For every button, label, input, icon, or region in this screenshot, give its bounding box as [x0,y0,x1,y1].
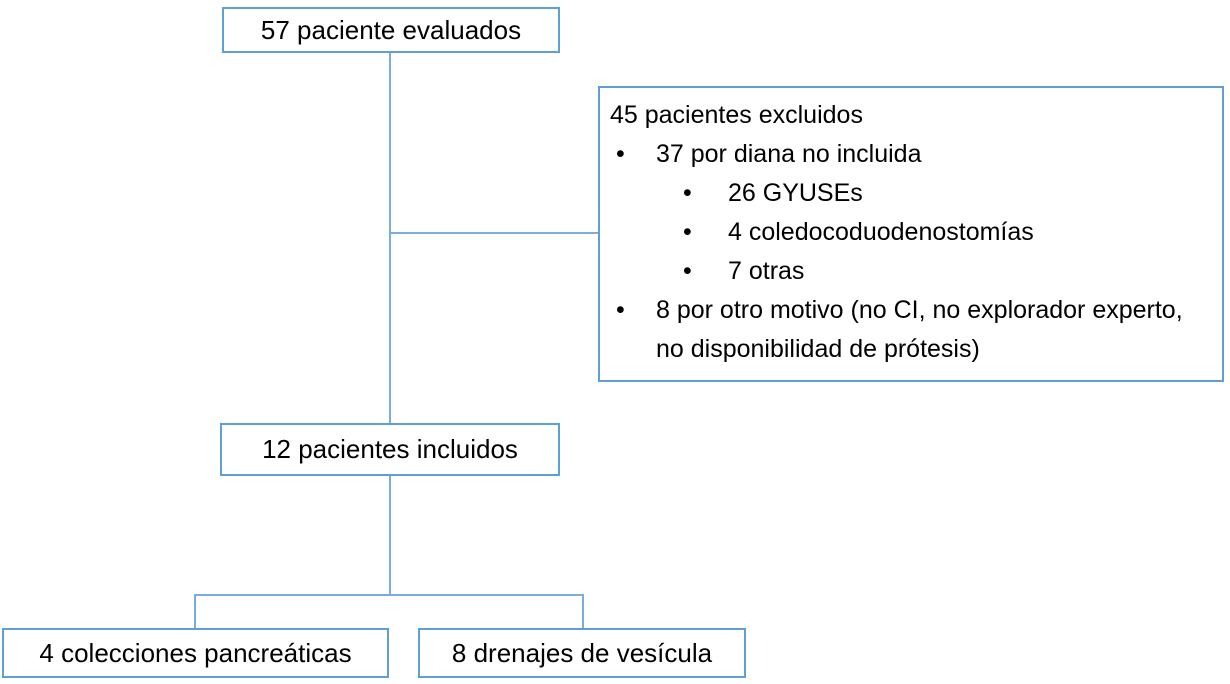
connector-included-to-split [389,475,391,595]
box-patients-included: 12 pacientes incluidos [220,423,560,476]
box-pancreatic-collections: 4 colecciones pancreáticas [2,628,389,678]
bullet-icon: • [683,218,692,246]
bullet-icon: • [683,179,692,207]
box-patients-evaluated: 57 paciente evaluados [222,7,560,53]
excluded-subitem-otras: • 7 otras [600,252,1206,291]
gallbladder-label: 8 drenajes de vesícula [451,637,713,668]
bullet-icon: • [616,296,625,324]
connector-split-horizontal [194,594,584,596]
excluded-item-otro-motivo: • 8 por otro motivo (no CI, no explorado… [600,291,1206,369]
connector-stub-pancreatic [194,594,196,628]
bullet-icon: • [616,140,625,168]
box-patients-excluded: 45 pacientes excluidos • 37 por diana no… [598,86,1224,382]
connector-stub-gallbladder [582,594,584,628]
box-gallbladder-drainages: 8 drenajes de vesícula [418,628,746,678]
excluded-subitem-coledoco-label: 4 coledocoduodenostomías [728,218,1034,246]
excluded-subitem-coledoco: • 4 coledocoduodenostomías [600,213,1206,252]
bullet-icon: • [683,257,692,285]
excluded-subitem-gyuses-label: 26 GYUSEs [728,179,863,207]
excluded-item-diana-label: 37 por diana no incluida [656,140,922,168]
pancreatic-label: 4 colecciones pancreáticas [39,637,352,668]
evaluated-label: 57 paciente evaluados [260,14,522,45]
connector-evaluated-to-included [389,53,391,423]
excluded-subitem-gyuses: • 26 GYUSEs [600,174,1206,213]
excluded-title: 45 pacientes excluidos [610,101,863,129]
excluded-item-diana: • 37 por diana no incluida [600,135,1206,174]
included-label: 12 pacientes incluidos [262,434,518,465]
excluded-subitem-otras-label: 7 otras [728,257,805,285]
excluded-item-otro-motivo-label: 8 por otro motivo (no CI, no explorador … [656,296,1183,363]
connector-branch-to-excluded [390,232,598,234]
